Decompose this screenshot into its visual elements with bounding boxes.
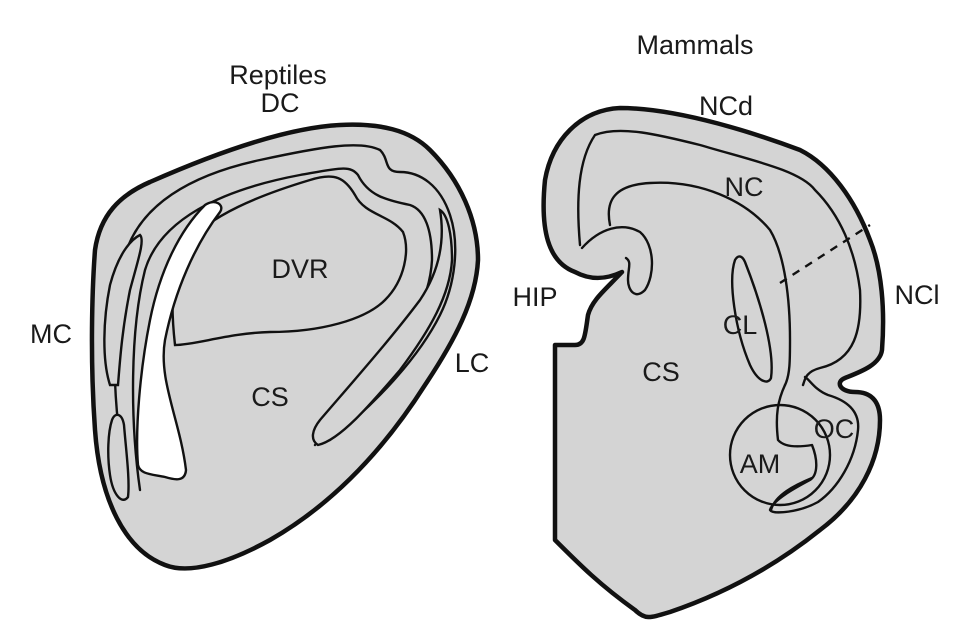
label-hip: HIP (512, 282, 557, 312)
label-oc: OC (814, 414, 855, 444)
mammal-nc-inner-line (607, 181, 792, 387)
reptile-ventricle (135, 200, 223, 481)
reptile-mc-strip-upper (103, 233, 143, 387)
label-dvr: DVR (271, 254, 328, 284)
reptile-mc-strip-lower (107, 413, 130, 501)
label-cs-reptile: CS (251, 382, 289, 412)
label-mc: MC (30, 319, 72, 349)
mammal-dashed-boundary (779, 223, 871, 285)
mammal-hip-fold (580, 226, 654, 296)
reptile-brain (89, 122, 481, 571)
mammals-title: Mammals (636, 30, 753, 60)
mammal-amygdala-circle (728, 403, 832, 507)
label-cs-mammal: CS (642, 357, 680, 387)
label-dc: DC (261, 88, 300, 118)
reptiles-title: Reptiles (229, 60, 327, 90)
label-ncd: NCd (699, 91, 753, 121)
mammal-outer-outline (541, 105, 886, 620)
label-cl: CL (723, 310, 758, 340)
mammal-am-lower-lobe (769, 476, 814, 512)
mammal-cl-claustrum (731, 255, 773, 383)
reptile-lc-strip (311, 207, 454, 447)
mammal-brain (541, 105, 886, 620)
label-am: AM (740, 449, 781, 479)
label-ncl: NCl (895, 280, 940, 310)
label-nc: NC (725, 172, 764, 202)
mammal-cortex-inner-line (577, 129, 862, 387)
label-lc: LC (455, 348, 490, 378)
